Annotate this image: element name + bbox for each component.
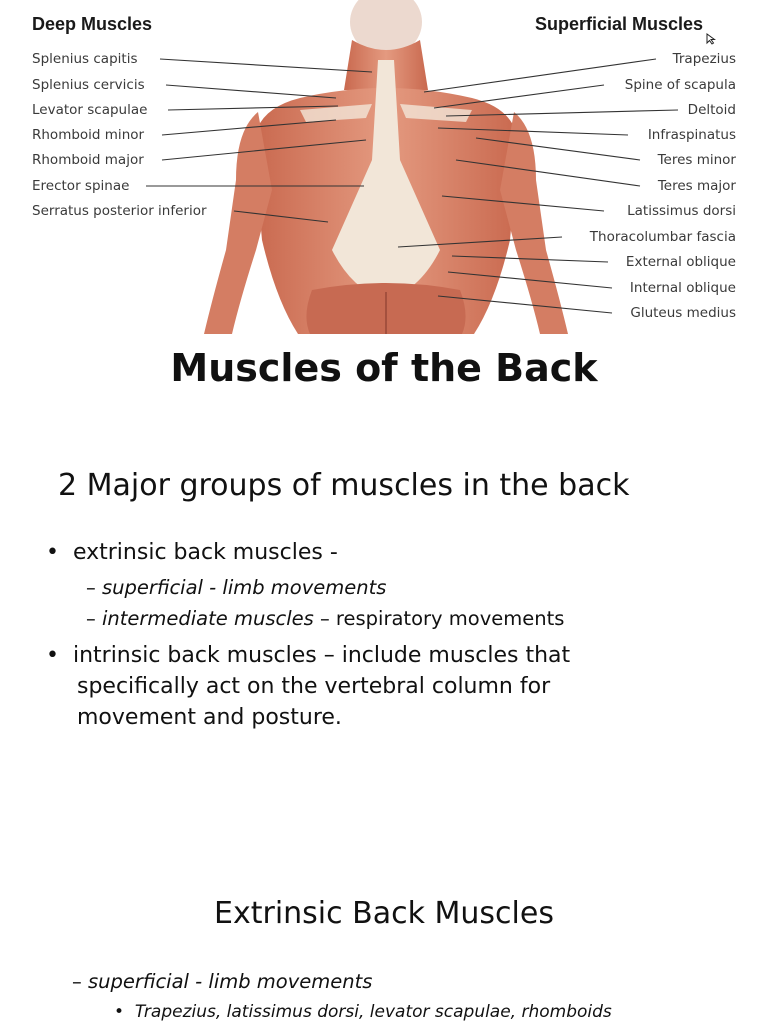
- label-rhomboid-minor: Rhomboid minor: [32, 127, 145, 143]
- right-arm-shape: [500, 112, 568, 334]
- label-teres-minor: Teres minor: [657, 152, 736, 168]
- sub-bullet-intermediate-italic: intermediate muscles: [101, 607, 314, 630]
- superficial-muscles-header: Superficial Muscles: [535, 14, 704, 34]
- label-thoracolumbar-fascia: Thoracolumbar fascia: [589, 229, 736, 245]
- deep-muscles-header: Deep Muscles: [32, 14, 153, 34]
- bullet-extrinsic: • extrinsic back muscles -: [46, 540, 338, 565]
- deep-leader-lines: [146, 58, 373, 223]
- slide2-sub-bullet: – superficial - limb movements: [72, 970, 372, 993]
- label-levator-scapulae: Levator scapulae: [32, 102, 148, 118]
- slide2-title: Extrinsic Back Muscles: [214, 896, 554, 931]
- left-arm-shape: [204, 112, 272, 334]
- sub-bullet-superficial-text: superficial - limb movements: [101, 576, 387, 599]
- bullet-intrinsic-line-1: intrinsic back muscles – include muscles…: [72, 643, 571, 668]
- bullet-intrinsic-line-2: specifically act on the vertebral column…: [77, 674, 551, 699]
- slide2-bullet: • Trapezius, latissimus dorsi, levator s…: [114, 1002, 612, 1022]
- label-splenius-cervicis: Splenius cervicis: [32, 77, 145, 93]
- sub-bullet-superficial: – superficial - limb movements: [86, 576, 386, 599]
- superficial-leader-lines: [397, 58, 679, 314]
- sub-bullet-intermediate-rest: – respiratory movements: [313, 607, 565, 630]
- dash-icon: –: [86, 576, 102, 599]
- back-muscles-illustration: [146, 0, 679, 334]
- label-gluteus-medius: Gluteus medius: [630, 305, 736, 321]
- mouse-cursor-icon: [706, 33, 716, 45]
- label-serratus-posterior-inferior: Serratus posterior inferior: [32, 203, 207, 219]
- label-teres-major: Teres major: [657, 178, 736, 194]
- slide2-sub-bullet-text: superficial - limb movements: [87, 970, 373, 993]
- sub-bullet-intermediate: – intermediate muscles – respiratory mov…: [86, 607, 564, 630]
- left-scapula-shape: [300, 104, 372, 122]
- bullet-intrinsic-line-3: movement and posture.: [77, 705, 342, 730]
- label-external-oblique: External oblique: [625, 254, 736, 270]
- dash-icon: –: [86, 607, 102, 630]
- bullet-dot-icon: •: [46, 540, 73, 565]
- anatomy-figure: Deep Muscles Superficial Muscles Spleniu…: [0, 0, 768, 340]
- head-shape: [350, 0, 422, 56]
- dash-icon: –: [72, 970, 88, 993]
- label-infraspinatus: Infraspinatus: [647, 127, 736, 143]
- label-erector-spinae: Erector spinae: [32, 178, 130, 194]
- slide2-bullet-text: Trapezius, latissimus dorsi, levator sca…: [134, 1002, 612, 1022]
- label-deltoid: Deltoid: [687, 102, 736, 118]
- bullet-extrinsic-text: extrinsic back muscles -: [72, 540, 338, 565]
- bullet-intrinsic: • intrinsic back muscles – include muscl…: [46, 643, 570, 668]
- label-rhomboid-major: Rhomboid major: [32, 152, 144, 168]
- bullet-dot-icon: •: [114, 1002, 135, 1022]
- label-trapezius: Trapezius: [672, 51, 736, 67]
- bullet-dot-icon: •: [46, 643, 73, 668]
- right-scapula-shape: [400, 104, 472, 122]
- label-internal-oblique: Internal oblique: [629, 280, 736, 296]
- page-title: Muscles of the Back: [170, 346, 598, 390]
- label-spine-of-scapula: Spine of scapula: [624, 77, 736, 93]
- label-splenius-capitis: Splenius capitis: [32, 51, 138, 67]
- label-latissimus-dorsi: Latissimus dorsi: [627, 203, 736, 219]
- slide-heading: 2 Major groups of muscles in the back: [58, 468, 630, 503]
- thoracolumbar-fascia-shape: [332, 60, 440, 300]
